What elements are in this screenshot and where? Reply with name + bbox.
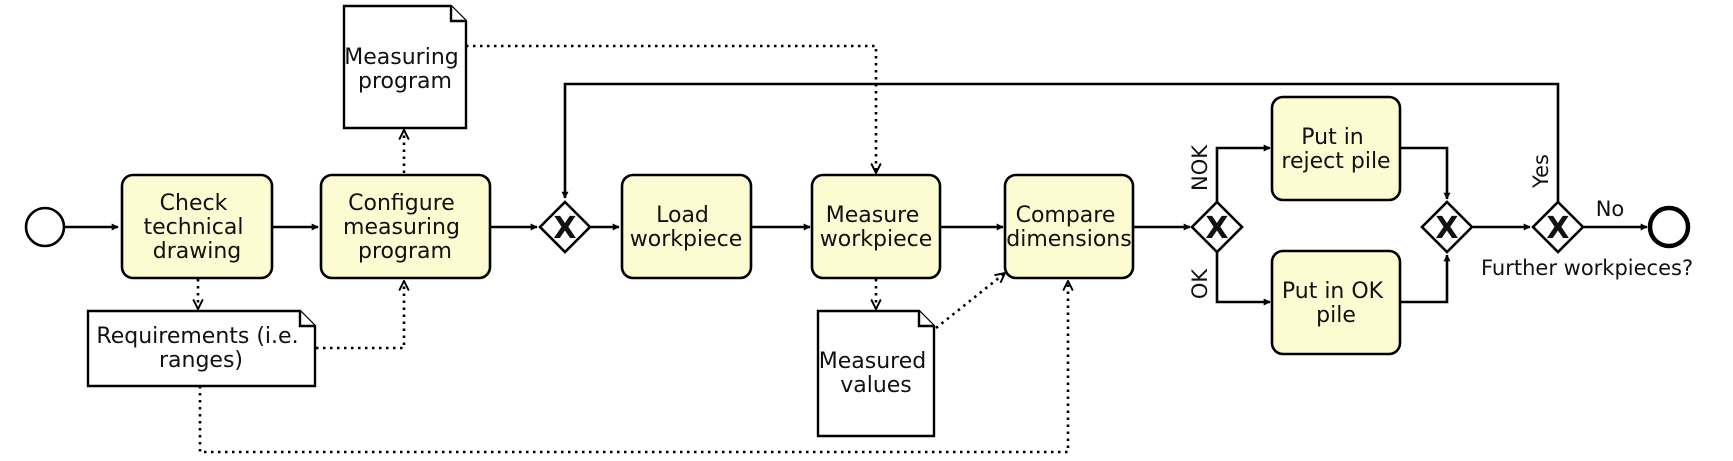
task-configure-program[interactable]: Configure measuring program — [319, 173, 492, 280]
doc-label-line: Requirements (i.e. — [96, 324, 298, 349]
task-label-line: technical — [144, 215, 244, 240]
task-load-workpiece[interactable]: Load workpiece — [620, 173, 753, 280]
gateway-ok-join[interactable]: X — [1420, 200, 1474, 254]
task-label-line: Put in OK — [1282, 279, 1384, 304]
gateway-x-icon: X — [1435, 211, 1458, 246]
doc-label-line: Measuring — [344, 45, 458, 70]
task-label-line: Check — [160, 191, 228, 216]
flow-label-yes: Yes — [1529, 154, 1553, 189]
flow-label-ok: OK — [1188, 268, 1212, 300]
task-label-line: Load — [656, 203, 709, 228]
flow-label-nok: NOK — [1188, 144, 1212, 191]
doc-label-line: ranges) — [159, 348, 243, 373]
doc-label-line: values — [840, 373, 912, 398]
task-compare-dimensions[interactable]: Compare dimensions — [1003, 173, 1135, 280]
doc-measured-values[interactable]: Measured values — [816, 309, 936, 438]
task-ok-pile[interactable]: Put in OK pile — [1270, 249, 1402, 356]
flow-further-yes-loop — [561, 82, 1560, 202]
svg-text:Configure measuring: Configure measuring program — [343, 191, 467, 264]
gateway-merge-loop[interactable]: X — [538, 200, 592, 254]
gateway-ok-split[interactable]: X — [1190, 200, 1244, 254]
task-label-line: Configure — [348, 191, 455, 216]
gateway-label-further-workpieces: Further workpieces? — [1481, 256, 1693, 280]
svg-text:Measure workpiece: Measure workpiece — [820, 203, 932, 252]
flow-label-no: No — [1596, 197, 1625, 221]
gateway-x-icon: X — [553, 211, 576, 246]
task-label-line: drawing — [153, 239, 242, 264]
svg-text:Compare dimensions: Compare dimensions — [1006, 203, 1131, 252]
svg-text:Measuring program: Measuring program — [344, 45, 465, 94]
doc-requirements[interactable]: Requirements (i.e. ranges) — [86, 309, 317, 388]
assoc-program-doc-to-measure — [466, 44, 876, 173]
doc-label-line: Measured — [819, 349, 926, 374]
task-label-line: pile — [1316, 303, 1356, 328]
gateway-further-split[interactable]: X — [1531, 200, 1585, 254]
svg-text:Check technical dr: Check technical drawing — [144, 191, 251, 264]
task-label-line: reject pile — [1281, 149, 1390, 174]
task-label-line: Put in — [1301, 125, 1364, 150]
flow-reject-to-join — [1400, 146, 1451, 200]
task-label-line: workpiece — [820, 227, 932, 252]
task-label-line: dimensions — [1006, 227, 1131, 252]
svg-text:Requirements (i.e. range: Requirements (i.e. ranges) — [96, 324, 305, 373]
task-reject-pile[interactable]: Put in reject pile — [1270, 95, 1402, 202]
doc-label-line: program — [358, 69, 452, 94]
task-measure-workpiece[interactable]: Measure workpiece — [810, 173, 942, 280]
svg-text:Load workpiece: Load workpiece — [630, 203, 742, 252]
task-label-line: Compare — [1016, 203, 1116, 228]
flow-ok-split-to-ok-pile — [1215, 252, 1271, 306]
flow-ok-pile-to-join — [1400, 254, 1451, 304]
assoc-requirements-to-configure — [316, 281, 404, 350]
svg-text:Put in OK pile: Put in OK pile — [1282, 279, 1390, 328]
flow-ok-split-to-reject — [1215, 144, 1271, 202]
svg-text:Measured values: Measured values — [819, 349, 933, 398]
svg-text:Put in reject pile: Put in reject pile — [1281, 125, 1390, 174]
start-event[interactable] — [24, 206, 66, 248]
task-label-line: program — [358, 239, 452, 264]
gateway-x-icon: X — [1546, 211, 1569, 246]
associations — [198, 44, 1068, 454]
task-check-drawing[interactable]: Check technical drawing — [120, 173, 274, 280]
assoc-requirements-to-compare — [198, 281, 1068, 454]
task-label-line: workpiece — [630, 227, 742, 252]
task-label-line: Measure — [826, 203, 920, 228]
doc-measuring-program[interactable]: Measuring program — [342, 4, 468, 130]
assoc-values-to-compare — [935, 273, 1005, 330]
gateway-x-icon: X — [1205, 211, 1228, 246]
sequence-flows — [65, 82, 1648, 306]
end-event[interactable] — [1647, 205, 1691, 249]
task-label-line: measuring — [343, 215, 460, 240]
